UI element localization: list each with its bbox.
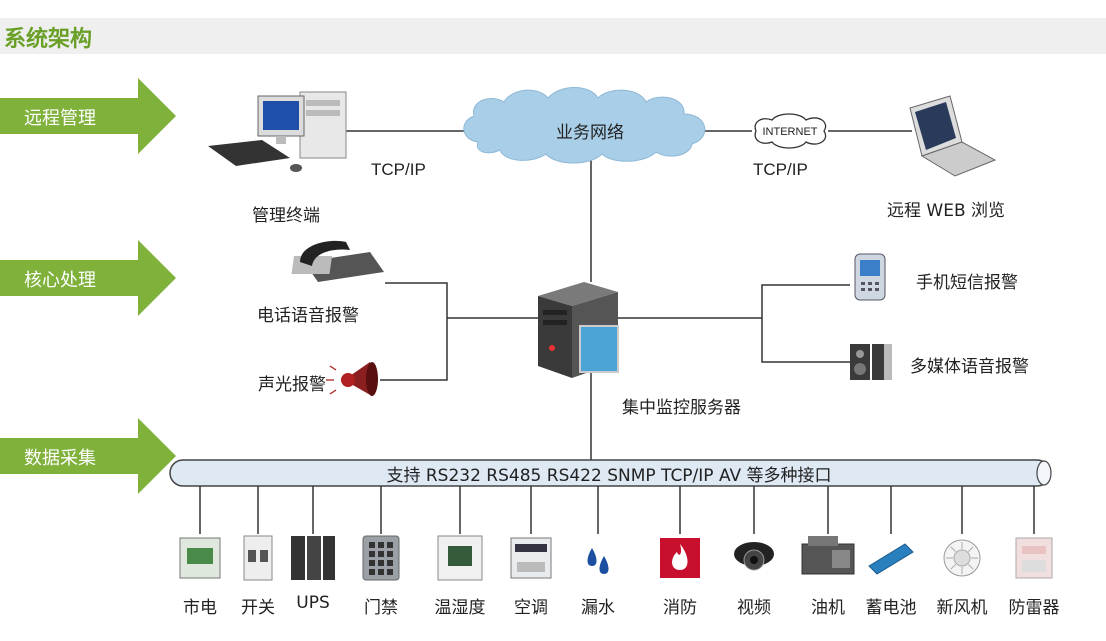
node-label-sms-alarm: 手机短信报警 [916,273,1018,293]
bus-label: 支持 RS232 RS485 RS422 SNMP TCP/IP AV 等多种接… [386,466,832,486]
power-meter-icon [179,537,221,579]
siren-icon [326,362,378,396]
layer-tag-remote: 远程管理 [0,78,180,154]
connection-lines [345,130,912,460]
device-label: 新风机 [936,598,988,618]
humidity-sensor-icon [437,535,483,581]
node-label-management-terminal: 管理终端 [252,206,320,226]
layer-label: 远程管理 [24,108,96,129]
access-control-icon [362,535,400,581]
arrow-tag-shape [0,418,176,494]
device-label: 视频 [737,598,771,618]
node-label-central-server: 集中监控服务器 [622,398,741,418]
desktop-computer-icon [208,91,347,172]
arrow-tag-shape [0,240,176,316]
fire-icon [660,538,700,578]
camera-icon [734,542,774,571]
layer-label: 核心处理 [24,270,96,291]
layer-tag-core: 核心处理 [0,240,180,316]
device-connectors [199,486,1035,534]
telephone-icon [291,240,384,282]
device-label: 空调 [514,598,548,618]
water-leak-icon [587,548,609,574]
cloud-network: 业务网络 [463,87,706,164]
arrow-tag-shape [0,78,176,154]
fan-icon [943,539,981,577]
page-title: 系统架构 [4,27,93,52]
device-label: 门禁 [364,598,398,618]
node-label-remote-web: 远程 WEB 浏览 [887,201,1006,221]
air-conditioner-icon [510,537,552,579]
protocol-label-left: TCP/IP [371,160,426,179]
device-label: UPS [296,593,330,613]
node-label-phone-alarm: 电话语音报警 [257,306,359,326]
device-label: 漏水 [581,598,615,618]
surge-protector-icon [1015,537,1053,579]
switch-icon [243,535,273,581]
device-label: 市电 [183,598,217,618]
ups-icon [291,536,335,580]
layer-tag-collect: 数据采集 [0,418,180,494]
server-icon [538,282,619,378]
device-label: 油机 [811,598,845,618]
device-label: 开关 [241,598,275,618]
device-label: 防雷器 [1008,598,1060,618]
device-label: 温湿度 [434,598,486,618]
node-label-sound-light-alarm: 声光报警 [258,375,326,395]
device-label: 消防 [663,598,697,618]
laptop-icon [909,95,997,177]
battery-icon [868,543,914,575]
internet-cloud: INTERNET [754,113,827,149]
layer-label: 数据采集 [24,448,96,469]
interface-bus [169,459,1052,487]
title-bar: 系统架构 [0,18,1106,54]
mobile-phone-icon [854,253,886,301]
internet-label: INTERNET [763,126,818,138]
speaker-icon [850,344,892,380]
line-left-alarms [380,282,448,381]
cloud-label: 业务网络 [556,123,624,143]
node-label-multimedia-alarm: 多媒体语音报警 [910,357,1029,377]
generator-icon [801,536,855,575]
line-right-alarms [761,284,850,363]
protocol-label-right: TCP/IP [753,160,808,179]
device-label: 蓄电池 [865,598,917,618]
device-icons [179,535,1053,581]
